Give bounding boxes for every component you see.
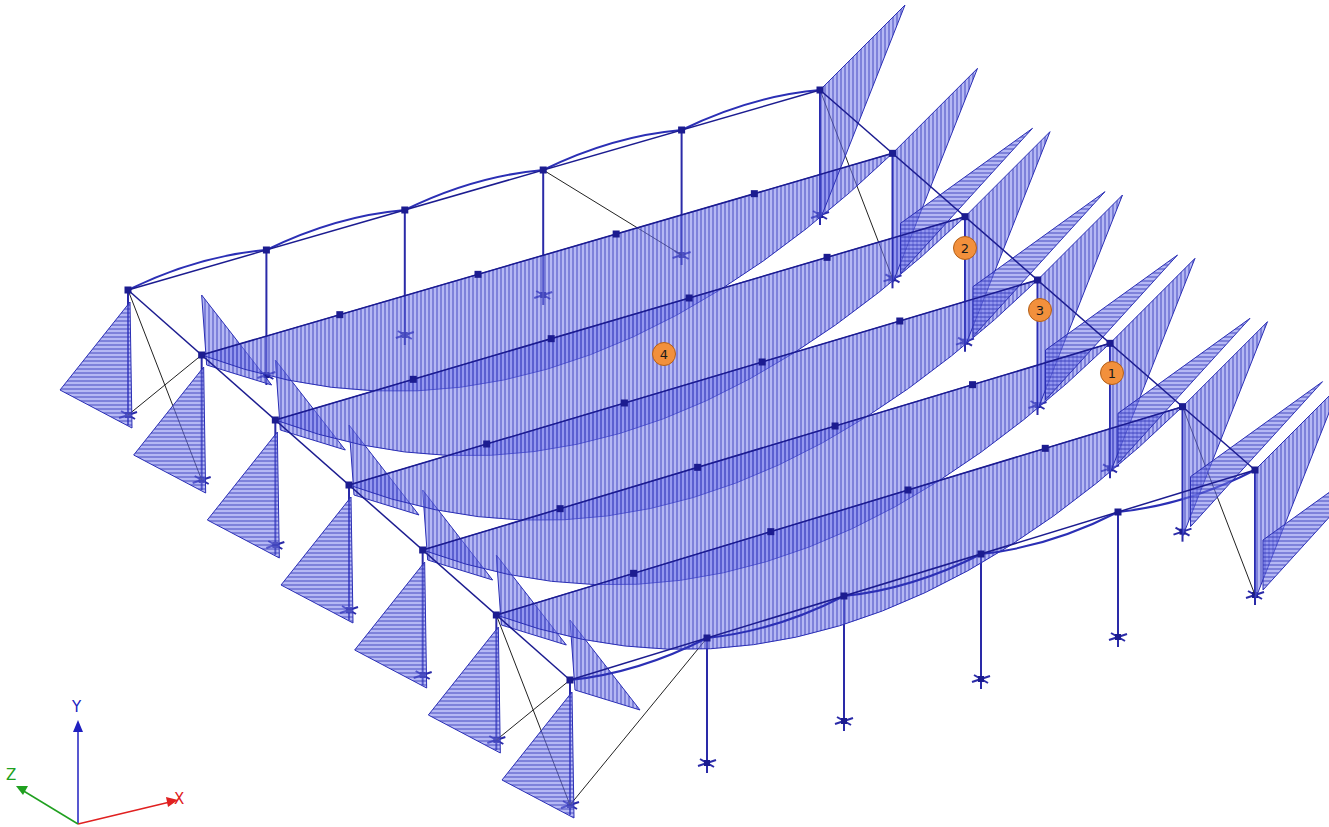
moment-diagram <box>134 367 206 493</box>
joint <box>125 287 132 294</box>
axis-label: Z <box>6 768 16 783</box>
moment-diagram <box>355 562 427 688</box>
joint <box>1107 340 1114 347</box>
joint <box>759 359 766 366</box>
joint <box>824 254 831 261</box>
callout-text: 4 <box>660 348 668 361</box>
column <box>706 638 708 763</box>
joint <box>540 167 547 174</box>
moment-diagram <box>496 407 1182 650</box>
joint <box>969 381 976 388</box>
moment-diagram <box>281 497 353 623</box>
joint <box>548 335 555 342</box>
beam <box>128 290 570 680</box>
joint <box>686 295 693 302</box>
joint <box>198 352 205 359</box>
support-symbol <box>698 759 716 773</box>
callout-text: 1 <box>1108 367 1116 380</box>
joint <box>817 87 824 94</box>
joint <box>1042 445 1049 452</box>
beam <box>349 280 1038 485</box>
joint <box>678 127 685 134</box>
joint <box>630 570 637 577</box>
joint <box>621 400 628 407</box>
joint <box>1179 403 1186 410</box>
joint <box>767 528 774 535</box>
column <box>980 554 982 679</box>
callout-number: 4 <box>652 342 676 366</box>
support-symbol <box>835 717 853 731</box>
callout-number: 1 <box>1100 361 1124 385</box>
joint <box>1115 509 1122 516</box>
callout-text: 2 <box>961 242 969 255</box>
joint <box>410 376 417 383</box>
joint <box>694 464 701 471</box>
moment-diagram <box>60 302 132 428</box>
joint <box>401 207 408 214</box>
moment-diagram <box>428 627 500 753</box>
joint <box>336 311 343 318</box>
axis-label: X <box>174 792 184 807</box>
joint <box>905 487 912 494</box>
joint <box>346 482 353 489</box>
joint <box>978 551 985 558</box>
moment-diagram <box>207 432 279 558</box>
joint <box>567 677 574 684</box>
joint <box>832 423 839 430</box>
callout-number: 2 <box>953 236 977 260</box>
callout-number: 3 <box>1028 298 1052 322</box>
callout-text: 3 <box>1036 304 1044 317</box>
beam <box>423 343 1110 550</box>
beam <box>820 90 1255 470</box>
beam <box>202 153 893 355</box>
joint <box>889 150 896 157</box>
axis-label: Y <box>72 700 81 715</box>
beam <box>570 470 1255 680</box>
joint <box>419 547 426 554</box>
joint <box>483 441 490 448</box>
moment-diagram <box>1263 445 1329 590</box>
joint <box>841 593 848 600</box>
support-symbol <box>1109 633 1127 647</box>
column <box>1117 512 1119 637</box>
beam <box>275 217 965 420</box>
edge-beam <box>570 470 1255 680</box>
joint <box>751 190 758 197</box>
joint <box>272 417 279 424</box>
moment-diagram <box>502 692 574 818</box>
beam <box>128 90 820 290</box>
joint <box>962 213 969 220</box>
support-symbol <box>972 675 990 689</box>
joint <box>1034 277 1041 284</box>
joint <box>475 271 482 278</box>
joint <box>557 505 564 512</box>
axis-triad <box>16 720 178 824</box>
joint <box>263 247 270 254</box>
joint <box>493 612 500 619</box>
joint <box>704 635 711 642</box>
joint <box>1252 467 1259 474</box>
beam <box>496 407 1182 615</box>
edge-beam <box>128 90 820 290</box>
joint <box>613 231 620 238</box>
joint <box>896 318 903 325</box>
